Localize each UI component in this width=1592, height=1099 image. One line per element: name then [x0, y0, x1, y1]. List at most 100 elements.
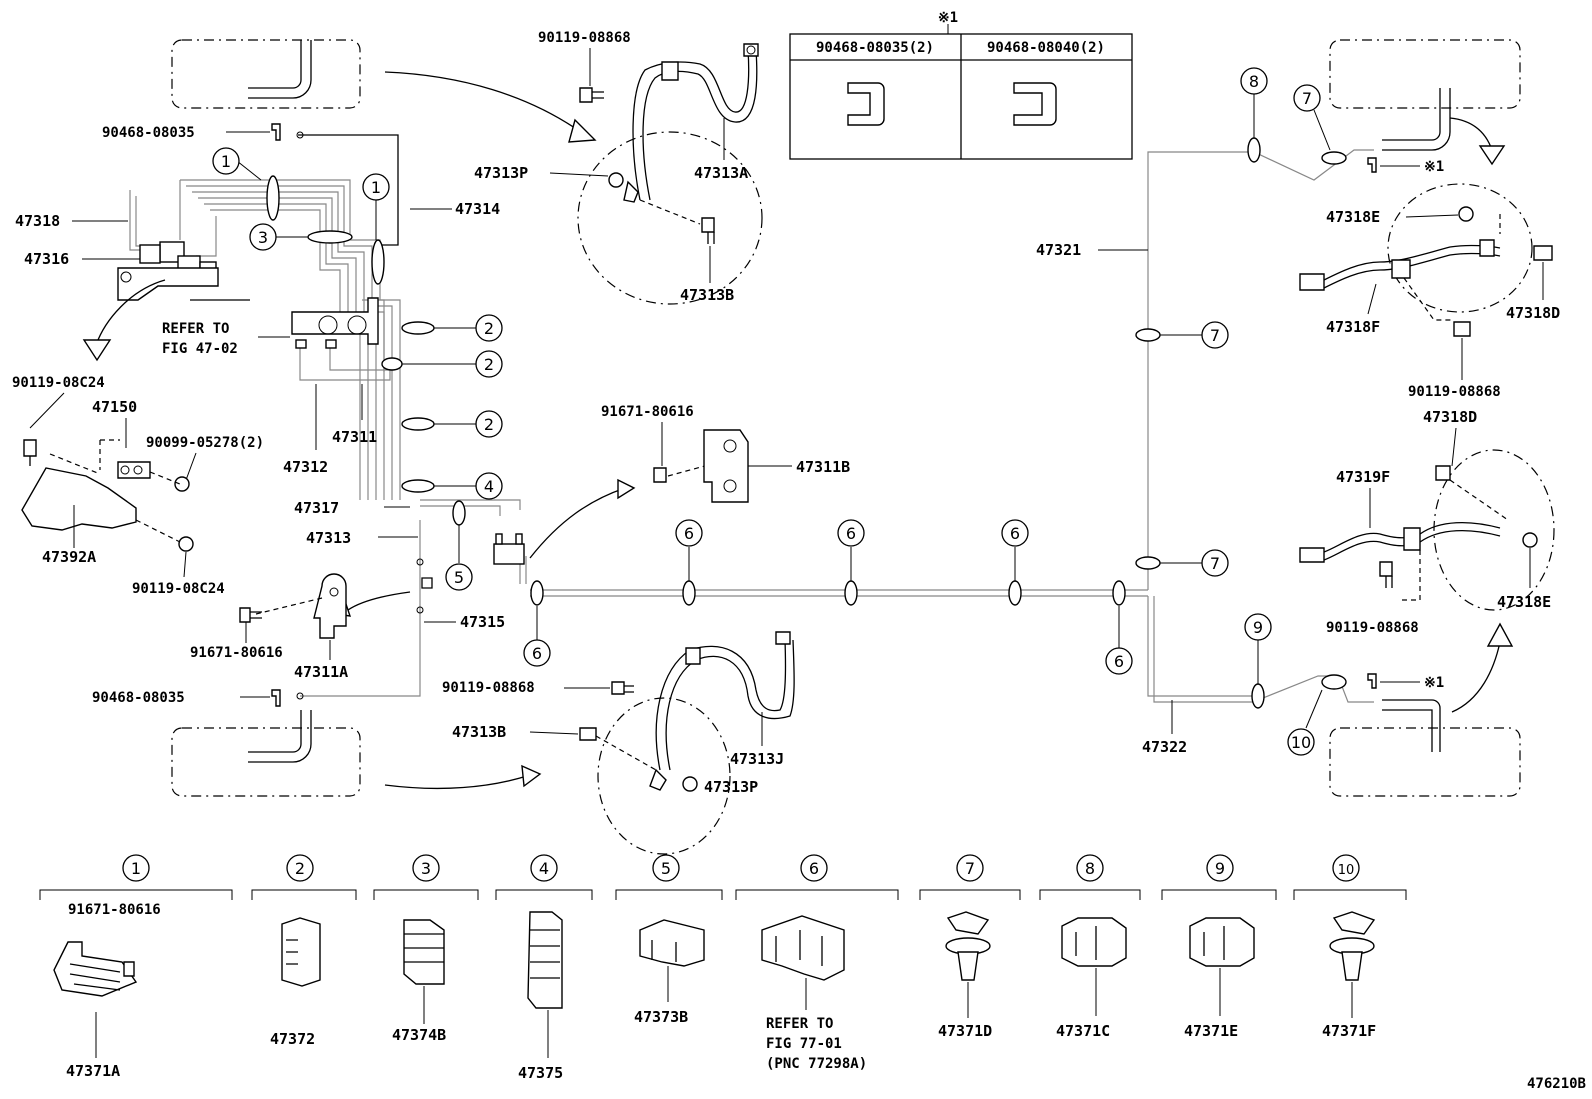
callout-1a	[212, 147, 240, 175]
label-47311A: 47311A	[294, 663, 348, 681]
clip-47372-icon	[281, 917, 321, 987]
svg-text:2: 2	[484, 355, 494, 374]
clip-47375-icon	[527, 911, 563, 1009]
legend-num-4	[530, 854, 558, 882]
legend-5-part: 47373B	[634, 1008, 688, 1026]
svg-text:6: 6	[1010, 524, 1020, 543]
svg-text:6: 6	[684, 524, 694, 543]
label-90468-08035-top: 90468-08035	[102, 125, 195, 141]
legend-num-8	[1076, 854, 1104, 882]
svg-text:3: 3	[421, 859, 431, 878]
clip-77298A-icon	[761, 915, 845, 981]
legend-num-6	[800, 854, 828, 882]
table-header-1: 90468-08035(2)	[816, 40, 934, 56]
callout-9	[1244, 613, 1272, 641]
callout-6a	[523, 639, 551, 667]
label-47318D-top: 47318D	[1506, 304, 1560, 322]
label-47322: 47322	[1142, 738, 1187, 756]
table-header-2: 90468-08040(2)	[987, 40, 1105, 56]
callout-1b	[362, 173, 390, 201]
legend-num-7	[956, 854, 984, 882]
clip-47371D-icon	[946, 911, 990, 935]
label-47313P-top: 47313P	[474, 164, 528, 182]
bracket-47311A-icon	[313, 573, 347, 639]
label-90119-08868-top: 90119-08868	[538, 30, 631, 46]
label-47318: 47318	[15, 212, 60, 230]
label-47317: 47317	[294, 499, 339, 517]
svg-text:5: 5	[661, 859, 671, 878]
svg-text:3: 3	[258, 228, 268, 247]
label-47321: 47321	[1036, 241, 1081, 259]
svg-text:7: 7	[965, 859, 975, 878]
rear-left-flex-hose	[579, 631, 795, 855]
svg-text:7: 7	[1210, 554, 1220, 573]
label-refer-fig-line2: FIG 47-02	[162, 341, 238, 357]
callout-3	[249, 223, 277, 251]
callout-7c	[1293, 84, 1321, 112]
label-47392A: 47392A	[42, 548, 96, 566]
callout-2a	[475, 314, 503, 342]
clip-47371F-icon	[1332, 911, 1376, 935]
figure-id: 476210B	[1527, 1076, 1586, 1092]
label-90099-05278: 90099-05278(2)	[146, 435, 264, 451]
label-47318E-top: 47318E	[1326, 208, 1380, 226]
svg-text:10: 10	[1338, 863, 1355, 878]
svg-text:1: 1	[221, 152, 231, 171]
label-90119-08868-r2: 90119-08868	[1326, 620, 1419, 636]
clip-47373B-icon	[639, 919, 705, 967]
legend-1-sub: 91671-80616	[68, 902, 161, 918]
note-mark: ※1	[938, 10, 958, 26]
legend-6-line2: FIG 77-01	[766, 1036, 842, 1052]
label-47315: 47315	[460, 613, 505, 631]
callout-2b	[475, 350, 503, 378]
label-90119-08868-mid: 90119-08868	[442, 680, 535, 696]
label-91671-80616-left: 91671-80616	[190, 645, 283, 661]
legend-7-part: 47371D	[938, 1022, 992, 1040]
right-rear-flex-hose	[1299, 449, 1555, 611]
legend-num-3	[412, 854, 440, 882]
label-refer-fig-line1: REFER TO	[162, 321, 229, 337]
callout-7b	[1201, 549, 1229, 577]
svg-text:6: 6	[809, 859, 819, 878]
label-47313J: 47313J	[730, 750, 784, 768]
svg-text:9: 9	[1253, 618, 1263, 637]
legend-num-5	[652, 854, 680, 882]
clip-47371C-icon	[1061, 917, 1127, 967]
legend-6-line3: (PNC 77298A)	[766, 1056, 867, 1072]
legend-6-line1: REFER TO	[766, 1016, 833, 1032]
svg-text:1: 1	[131, 859, 141, 878]
master-cylinder-block	[291, 297, 379, 349]
callout-7a	[1201, 321, 1229, 349]
legend-2-part: 47372	[270, 1030, 315, 1048]
label-47318E-bot: 47318E	[1497, 593, 1551, 611]
legend-num-9	[1206, 854, 1234, 882]
label-47313A: 47313A	[694, 164, 748, 182]
vehicle-rear-left-outline	[171, 710, 542, 797]
callout-6e	[1105, 647, 1133, 675]
main-floor-brake-line	[493, 151, 1258, 703]
callout-6d	[1001, 519, 1029, 547]
vehicle-front-left-outline	[171, 39, 597, 143]
label-47313: 47313	[306, 529, 351, 547]
label-47150: 47150	[92, 398, 137, 416]
callout-6b	[675, 519, 703, 547]
bracket-47392A-assembly	[21, 439, 194, 552]
svg-text:4: 4	[484, 477, 494, 496]
svg-text:8: 8	[1085, 859, 1095, 878]
clip-icon	[271, 123, 281, 141]
svg-text:6: 6	[1114, 652, 1124, 671]
clip-icon-right-top	[1367, 157, 1377, 173]
svg-text:4: 4	[539, 859, 549, 878]
clip-90468-08040-icon	[1013, 82, 1057, 126]
label-47313P-bot: 47313P	[704, 778, 758, 796]
note-ref-1: ※1	[1424, 159, 1444, 175]
clip-47371E-icon	[1189, 917, 1255, 967]
clip-90468-08035-icon	[847, 82, 885, 126]
svg-text:6: 6	[532, 644, 542, 663]
clip-icon-right-bot	[1367, 673, 1377, 689]
legend-8-part: 47371C	[1056, 1022, 1110, 1040]
callout-6c	[837, 519, 865, 547]
callout-8	[1240, 67, 1268, 95]
legend-1-part: 47371A	[66, 1062, 120, 1080]
